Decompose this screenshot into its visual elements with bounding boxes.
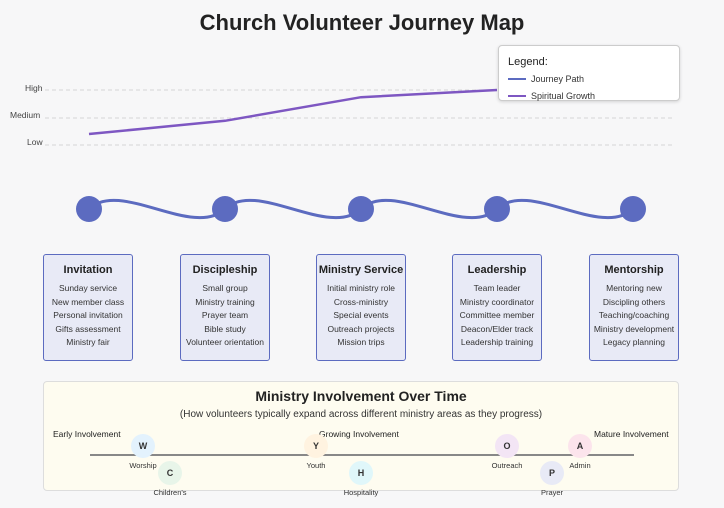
stage-item: Deacon/Elder track [460,323,534,334]
stage-title: Leadership [467,264,527,276]
spiritual-growth-line [88,88,498,136]
legend-item-journey-path: Journey Path [508,74,584,84]
stage-item: Outreach projects [327,323,395,334]
stage-item: Ministry fair [66,337,110,348]
stage-title: Ministry Service [318,264,404,276]
stage-item: Bible study [204,323,246,334]
stage-item: Ministry training [195,296,255,307]
stage-item: Cross-ministry [333,296,389,307]
stage-card-leadership: Leadership Team leader Ministry coordina… [452,254,542,361]
legend: Legend: Journey Path Spiritual Growth [498,45,680,101]
ministry-label-prayer: Prayer [540,488,564,497]
stage-item: Sunday service [58,283,118,293]
ministry-subtitle: (How volunteers typically expand across … [179,409,543,420]
phase-label-growing: Growing Involvement [319,429,399,439]
stage-item: Mentoring new [606,283,662,293]
ministry-label-admin: Admin [569,461,591,470]
stage-item: Small group [202,283,248,293]
ministry-title: Ministry Involvement Over Time [255,388,467,404]
stage-card-ministry-service: Ministry Service Initial ministry role C… [316,254,406,361]
ministry-node-youth: Y [304,434,328,458]
stage-item: Teaching/coaching [598,310,670,321]
stage-item: Personal invitation [53,310,123,321]
stage-item: Discipling others [602,296,666,307]
stage-item: New member class [51,296,125,307]
ministry-node-outreach: O [495,434,519,458]
stage-item: Leadership training [460,337,534,348]
ministry-label-childrens: Children's [153,488,187,497]
stage-item: Prayer team [201,310,249,321]
stage-item: Ministry coordinator [459,296,535,307]
journey-node-leadership [484,196,510,222]
stage-item: Gifts assessment [55,323,121,334]
stage-item: Committee member [459,310,535,321]
level-label-medium: Medium [10,110,40,120]
level-label-low: Low [27,137,43,147]
ministry-label-hospitality: Hospitality [343,488,379,497]
stage-card-discipleship: Discipleship Small group Ministry traini… [180,254,270,361]
journey-node-ministry-service [348,196,374,222]
level-label-high: High [25,83,43,93]
phase-label-early: Early Involvement [53,429,121,439]
legend-title: Legend: [508,56,548,68]
phase-label-mature: Mature Involvement [594,429,669,439]
journey-path [76,196,646,222]
stage-item: Initial ministry role [326,283,396,293]
stage-item: Mission trips [337,337,385,348]
stage-item: Team leader [473,283,521,293]
stage-card-mentorship: Mentorship Mentoring new Discipling othe… [589,254,679,361]
ministry-node-prayer: P [540,461,564,485]
ministry-label-worship: Worship [129,461,157,470]
ministry-node-childrens: C [158,461,182,485]
legend-swatch [508,78,526,80]
journey-node-discipleship [212,196,238,222]
ministry-label-youth: Youth [306,461,326,470]
ministry-label-outreach: Outreach [491,461,523,470]
stage-item: Volunteer orientation [186,337,264,348]
stage-item: Legacy planning [603,337,665,348]
journey-diagram: High Medium Low [10,83,675,222]
stage-card-invitation: Invitation Sunday service New member cla… [43,254,133,361]
journey-node-mentorship [620,196,646,222]
stage-item: Ministry development [593,323,675,334]
legend-item-spiritual-growth: Spiritual Growth [508,91,595,101]
ministry-involvement-panel: Ministry Involvement Over Time (How volu… [43,381,679,497]
ministry-node-hospitality: H [349,461,373,485]
stage-title: Invitation [63,264,113,276]
legend-label: Spiritual Growth [531,91,596,101]
stage-title: Discipleship [192,264,258,276]
timeline-line [90,454,634,456]
ministry-node-admin: A [568,434,592,458]
stage-title: Mentorship [604,264,664,276]
page-title: Church Volunteer Journey Map [199,10,525,35]
legend-swatch [508,95,526,97]
legend-label: Journey Path [531,74,585,84]
journey-node-invitation [76,196,102,222]
ministry-node-worship: W [131,434,155,458]
stage-item: Special events [333,310,389,321]
